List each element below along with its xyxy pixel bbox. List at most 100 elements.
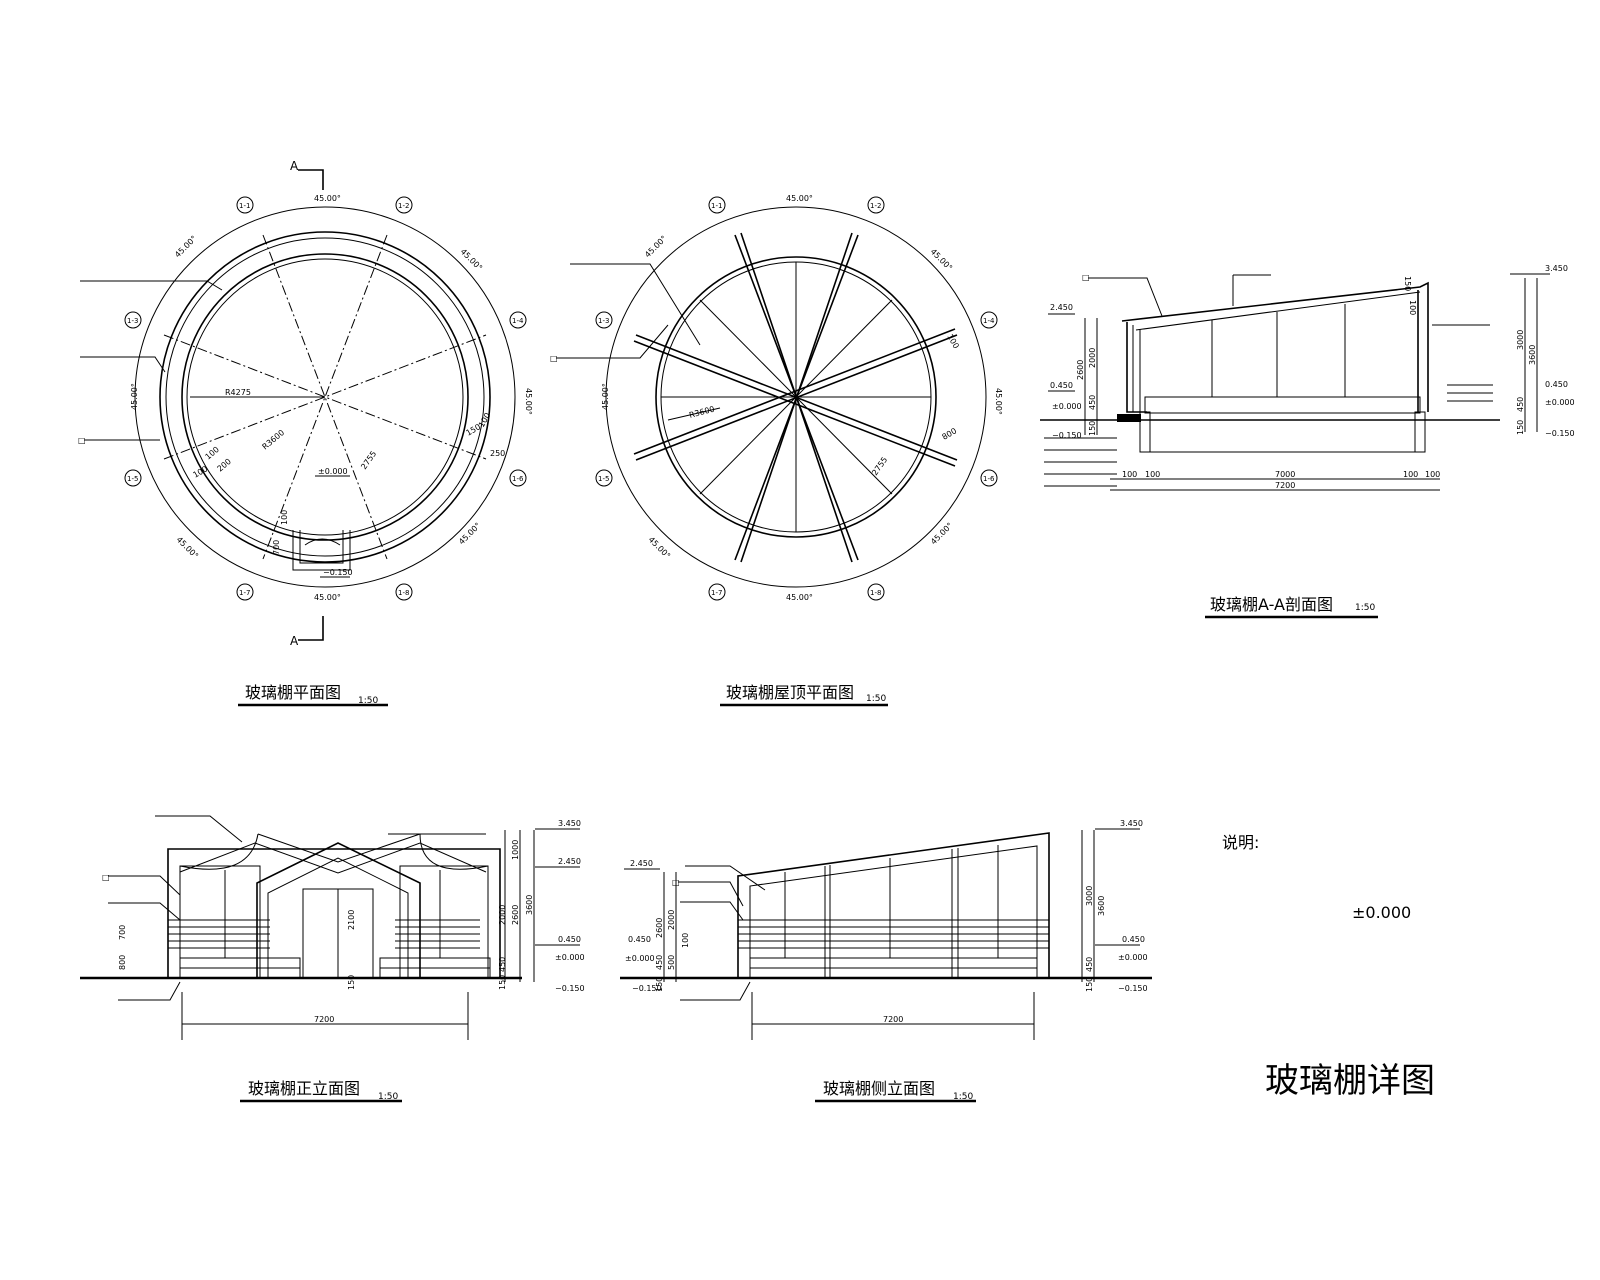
axis-bubble bbox=[395, 196, 413, 214]
plan-view: A A 1-1 1-2 1-3 1-4 1-5 1-6 1-7 1-8 45.0… bbox=[78, 159, 533, 707]
angle-dim: 45.00° bbox=[314, 593, 341, 602]
notes-level: ±0.000 bbox=[1352, 903, 1411, 922]
dim-label: 150 bbox=[1516, 420, 1525, 435]
axis-label: 1-6 bbox=[983, 475, 995, 483]
dim-label: 100 bbox=[477, 411, 492, 429]
level-label: −0.150 bbox=[1118, 984, 1148, 993]
dim-label: 250 bbox=[490, 449, 505, 458]
dim-label: 3600 bbox=[1097, 896, 1106, 916]
section-cut-marker: A A bbox=[290, 159, 324, 648]
angle-dim: 45.00° bbox=[786, 194, 813, 203]
level-label: ±0.000 bbox=[1545, 398, 1575, 407]
angle-dim: 45.00° bbox=[647, 535, 672, 560]
side-scale: 1:50 bbox=[953, 1092, 973, 1102]
dim-label: 150 bbox=[1085, 977, 1094, 992]
notes-label: 说明: bbox=[1222, 833, 1259, 852]
dim-label: 2100 bbox=[347, 910, 356, 930]
dim-label: 2600 bbox=[655, 918, 664, 938]
section-mark-top: A bbox=[290, 159, 299, 173]
plan-inner-ring-2 bbox=[186, 258, 464, 536]
roof-scale: 1:50 bbox=[866, 694, 886, 704]
level-label: ±0.000 bbox=[1052, 402, 1082, 411]
note-box: □ bbox=[550, 354, 558, 363]
dim-label: 100 bbox=[1403, 470, 1418, 479]
plan-axis-lines bbox=[163, 234, 487, 560]
level-label: 0.450 bbox=[628, 935, 651, 944]
angle-dim: 45.00° bbox=[457, 521, 482, 546]
axis-label: 1-7 bbox=[711, 589, 722, 597]
side-leaders: □ bbox=[672, 865, 766, 1001]
angle-dim: 45.00° bbox=[314, 194, 341, 203]
level-label: 0.450 bbox=[1545, 380, 1568, 389]
dim-label: 100 bbox=[1122, 470, 1137, 479]
axis-bubble bbox=[124, 469, 142, 487]
dim-label: 3600 bbox=[525, 895, 534, 915]
level-label: ±0.000 bbox=[318, 467, 348, 476]
dim-label: 2755 bbox=[870, 455, 889, 477]
section-view: 2.450 0.450 ±0.000 −0.150 2000 2600 450 … bbox=[1040, 264, 1575, 619]
axis-bubble bbox=[509, 469, 527, 487]
plan-title: 玻璃棚平面图 bbox=[245, 683, 341, 702]
angle-dim: 45.00° bbox=[130, 383, 139, 410]
level-label: 3.450 bbox=[558, 819, 581, 828]
dim-label: 7200 bbox=[314, 1015, 334, 1024]
dim-label: 450 bbox=[655, 955, 664, 970]
dim-label: 100 bbox=[1408, 300, 1417, 315]
dim-label: 150 bbox=[347, 975, 356, 990]
dim-label: 100 bbox=[945, 333, 960, 351]
plan-entrance bbox=[292, 530, 351, 571]
plan-inner-ring bbox=[181, 253, 469, 541]
dim-label: 200 bbox=[216, 457, 233, 474]
roof-axis-bubbles: 1-1 1-2 1-3 1-4 1-5 1-6 1-7 1-8 bbox=[595, 196, 998, 601]
level-label: −0.150 bbox=[632, 984, 662, 993]
plan-outer-wall-inner bbox=[165, 237, 485, 557]
note-box: □ bbox=[1082, 273, 1090, 282]
angle-dim: 45.00° bbox=[643, 234, 668, 259]
axis-bubble bbox=[236, 583, 254, 601]
level-label: −0.150 bbox=[323, 568, 353, 577]
axis-label: 1-4 bbox=[512, 317, 524, 325]
angle-dim: 45.00° bbox=[175, 535, 200, 560]
dim-label: 3000 bbox=[1085, 886, 1094, 906]
dim-label: 150 bbox=[498, 975, 507, 990]
level-label: −0.150 bbox=[555, 984, 585, 993]
axis-label: 1-3 bbox=[598, 317, 609, 325]
dim-label: 800 bbox=[118, 955, 127, 970]
dim-label: 2600 bbox=[1076, 360, 1085, 380]
axis-bubble bbox=[124, 311, 142, 329]
side-elevation: □ 2.450 0.450 ±0.000 −0.150 2000 2600 45… bbox=[620, 819, 1152, 1103]
dim-label: 100 bbox=[1145, 470, 1160, 479]
dim-label: 450 bbox=[1085, 957, 1094, 972]
plan-outer-wall bbox=[159, 231, 491, 563]
angle-dim: 45.00° bbox=[459, 247, 484, 272]
roof-view: 1-1 1-2 1-3 1-4 1-5 1-6 1-7 1-8 45.00° 4… bbox=[550, 194, 1003, 707]
level-label: −0.150 bbox=[1545, 429, 1575, 438]
axis-label: 1-6 bbox=[512, 475, 524, 483]
side-brick-base bbox=[749, 957, 1038, 979]
roof-leaders: □ bbox=[550, 263, 701, 363]
axis-label: 1-3 bbox=[127, 317, 138, 325]
level-label: 2.450 bbox=[630, 859, 653, 868]
front-title: 玻璃棚正立面图 bbox=[248, 1079, 360, 1098]
dim-label: 500 bbox=[667, 955, 676, 970]
axis-label: 1-1 bbox=[239, 202, 250, 210]
roof-outer-ring bbox=[655, 256, 937, 538]
dim-label: 100 bbox=[681, 933, 690, 948]
section-title: 玻璃棚A-A剖面图 bbox=[1210, 595, 1333, 614]
front-railings bbox=[168, 870, 480, 958]
dim-label: 7000 bbox=[1275, 470, 1295, 479]
plan-dim-circle bbox=[134, 206, 516, 588]
axis-label: 1-4 bbox=[983, 317, 995, 325]
angle-dim: 45.00° bbox=[929, 521, 954, 546]
dim-label: 100 bbox=[280, 510, 289, 525]
side-railings bbox=[738, 919, 1049, 949]
plan-scale: 1:50 bbox=[358, 696, 378, 706]
plan-axis-bubbles: 1-1 1-2 1-3 1-4 1-5 1-6 1-7 1-8 bbox=[124, 196, 527, 601]
dim-label: 150 bbox=[655, 977, 664, 992]
level-label: 2.450 bbox=[558, 857, 581, 866]
dim-label: 450 bbox=[1088, 395, 1097, 410]
axis-bubble bbox=[395, 583, 413, 601]
section-footing bbox=[1117, 414, 1141, 422]
axis-label: 1-1 bbox=[711, 202, 722, 210]
